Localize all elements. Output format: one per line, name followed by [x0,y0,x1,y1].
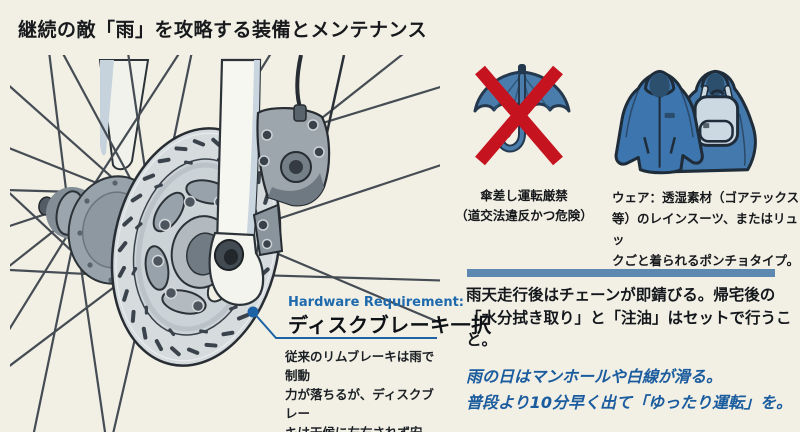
fork-left-blade-icon [98,59,150,171]
callout-leader-line [247,306,437,339]
prohibition-x-icon [475,65,563,166]
umbrella-caption: 傘差し運転厳禁 （道交法違反かつ危険） [455,188,593,223]
hardware-name: ディスクブレーキ一択 [288,313,492,337]
hardware-description: 従来のリムブレーキは雨で制動 力が落ちるが、ディスクブレー キは天候に左右されず… [285,349,435,432]
maintenance-note: 雨天走行後はチェーンが即錆びる。帰宅後の 「水分拭き取り」と「注油」はセットで行… [466,286,792,349]
backpack-icon [693,89,740,147]
wear-caption: ウェア：透湿素材（ゴアテックス 等）のレインスーツ、またはリュッ クごと着られる… [612,190,800,268]
section-divider-bar [467,269,775,277]
rain-jacket-icon [614,69,704,175]
page-title: 継続の敵「雨」を攻略する装備とメンテナンス [18,19,428,41]
safety-note: 雨の日はマンホールや白線が滑る。 普段より10分早く出て「ゆったり運転」を。 [466,367,792,412]
rain-jacket-and-poncho-icon [614,69,757,175]
hardware-requirement-label: Hardware Requirement: [288,295,465,310]
no-umbrella-icon [473,64,571,166]
brake-caliper-icon [252,55,346,257]
disc-brake-illustration [10,55,440,432]
fork-blade-icon [208,58,265,306]
